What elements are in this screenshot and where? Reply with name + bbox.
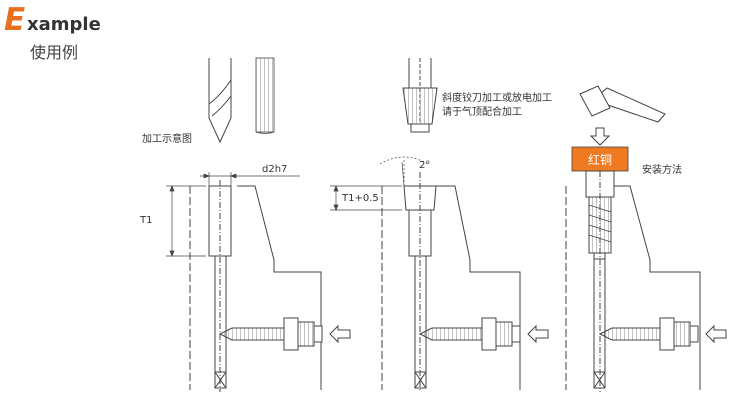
dimension-t1 — [166, 185, 206, 257]
hammer-icon — [579, 85, 666, 123]
reamer-note-line2: 请于气顶配合加工 — [442, 105, 522, 118]
header-subtitle: 使用例 — [30, 43, 78, 62]
dim-t1-plus-label: T1+0.5 — [341, 193, 379, 204]
mold-block-1 — [189, 180, 322, 392]
process-diagram-label: 加工示意图 — [142, 132, 192, 145]
mold-block-3 — [565, 170, 701, 392]
ejector-assembly-3 — [598, 317, 727, 351]
reamer-note-line1: 斜度铰刀加工或放电加工 — [442, 91, 552, 104]
header-title: xample — [27, 14, 101, 35]
header-initial: E — [4, 2, 25, 38]
dim-d2h7-label: d2h7 — [262, 164, 287, 175]
reamer-icon — [255, 57, 275, 134]
down-arrow-icon — [589, 127, 611, 146]
ejector-assembly-2 — [418, 317, 549, 351]
mold-block-2 — [381, 172, 521, 392]
install-method-label: 安装方法 — [642, 163, 682, 176]
angle-label: 2° — [419, 160, 430, 171]
ejector-assembly-1 — [218, 317, 351, 351]
dimension-d2h7 — [200, 172, 300, 186]
header: E xample 使用例 — [4, 2, 101, 62]
dim-t1-label: T1 — [139, 215, 152, 226]
copper-block: 红铜 — [571, 146, 629, 172]
angle-marker — [379, 156, 429, 187]
tapered-reamer-icon — [402, 58, 438, 133]
dimension-t1-plus — [330, 185, 402, 211]
drill-icon — [208, 58, 232, 144]
copper-block-label: 红铜 — [588, 152, 612, 167]
